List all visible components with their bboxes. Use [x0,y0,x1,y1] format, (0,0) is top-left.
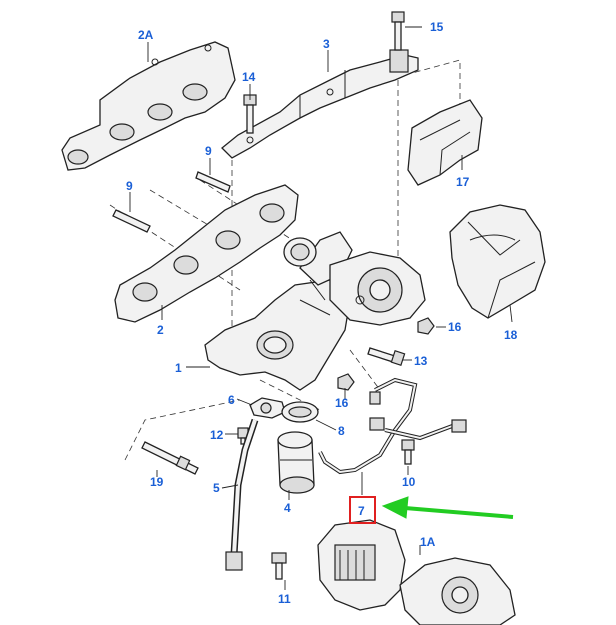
leader-lines [129,26,513,590]
label-10: 10 [402,475,416,489]
label-13: 13 [414,354,428,368]
label-5: 5 [213,481,220,495]
part-10-bolt [401,439,415,465]
part-7-pipe [318,377,467,475]
label-19: 19 [150,475,164,489]
highlight-box [349,496,376,524]
part-8-clamp [281,401,319,423]
part-4-hose [277,431,315,494]
label-11: 11 [278,592,291,606]
label-14: 14 [242,70,256,84]
label-15: 15 [430,20,444,34]
part-11-bolt [271,552,287,580]
label-4: 4 [284,501,291,515]
part-2-gasket [114,184,299,323]
part-19-stud [141,441,199,475]
part-13-bolt [367,347,406,367]
label-8: 8 [338,424,345,438]
label-1a: 1A [420,535,436,549]
part-1a-actuator [317,519,516,625]
label-6: 6 [228,393,235,407]
label-2: 2 [157,323,164,337]
label-17: 17 [456,175,470,189]
part-6-gasket [249,397,286,419]
callout-labels: 2A 3 15 14 9 9 17 18 16 13 1 2 6 16 12 8… [126,20,518,606]
green-arrow [381,496,514,519]
label-7: 7 [358,504,365,518]
part-2a-gasket [61,41,236,171]
part-16-nuts [337,317,435,391]
label-16-lower: 16 [335,396,349,410]
label-9-upper: 9 [205,144,212,158]
part-18-shield [449,204,546,319]
part-9-studs [112,171,231,233]
label-2a: 2A [138,28,154,42]
part-15-bolt [391,11,405,51]
label-12: 12 [210,428,224,442]
part-1-turbo-manifold [204,231,426,391]
highlight-part-7: 7 [349,496,376,524]
label-16-right: 16 [448,320,462,334]
part-17-shield [407,99,483,186]
label-3: 3 [323,37,330,51]
label-18: 18 [504,328,518,342]
label-9-lower: 9 [126,179,133,193]
label-1: 1 [175,361,182,375]
